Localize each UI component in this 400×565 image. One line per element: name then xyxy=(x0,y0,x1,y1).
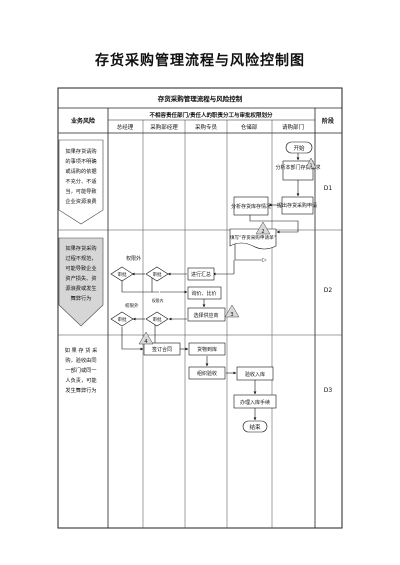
svg-text:不充分、不适: 不充分、不适 xyxy=(65,177,96,185)
end-label: 结束 xyxy=(249,423,261,431)
svg-text:一部门或同一: 一部门或同一 xyxy=(65,366,96,374)
arrival-box xyxy=(188,342,226,356)
accept-storage-box xyxy=(236,366,274,381)
analyze-inventory-label: 分析存货库存情况 xyxy=(231,203,271,210)
stage-d2: D2 xyxy=(324,287,333,294)
fill-request-label: 填写“存货采购申请单” xyxy=(230,234,276,241)
risk-text-2: 如果存货采购 过程不规范， 可能导致企业 资产损失、资 源浪费或发生 舞弊行为 xyxy=(65,244,96,302)
inquire-label: 询价、比价 xyxy=(191,290,216,297)
svg-text:或请购的依据: 或请购的依据 xyxy=(65,167,96,175)
organize-inspection-label: 组织验收 xyxy=(197,370,217,377)
sign-contract-box xyxy=(143,342,181,356)
sign-contract-label: 签订合同 xyxy=(152,346,172,353)
review-label-1: 审批 xyxy=(153,271,162,278)
stage-d3: D3 xyxy=(324,387,333,394)
review-label-4: 审批 xyxy=(118,316,127,323)
svg-text:企业资源浪费: 企业资源浪费 xyxy=(65,197,96,205)
accept-storage-label: 验收入库 xyxy=(245,371,265,378)
svg-text:发生舞弊行为: 发生舞弊行为 xyxy=(65,386,96,394)
header-stage: 阶段 xyxy=(322,117,334,125)
start-label: 开始 xyxy=(293,144,305,152)
select-supplier-label: 选择供应商 xyxy=(193,312,218,319)
review-diamond-4 xyxy=(110,311,134,327)
svg-text:如果存货请购: 如果存货请购 xyxy=(65,147,96,155)
risk-marker-2-label: 2 xyxy=(261,229,264,235)
submit-request-label: 提出存货采购申请 xyxy=(277,202,317,209)
risk-text-3: 如 果 存 货 采 购，验收由同 一部门或同一 人负责，可能 发生舞弊行为 xyxy=(65,346,98,394)
organize-inspection-box xyxy=(188,366,226,380)
summarize-label: 进行汇总 xyxy=(191,271,211,278)
svg-text:源浪费或发生: 源浪费或发生 xyxy=(65,284,96,292)
table-frame xyxy=(57,87,343,529)
analyze-needs-box xyxy=(282,160,314,181)
risk-callout-1 xyxy=(58,139,104,225)
review-label-3: 审批 xyxy=(153,316,162,323)
authority-outside-label-2: 权限外 xyxy=(125,302,139,309)
dept-purchasing-manager: 采购部经理 xyxy=(150,123,178,131)
stage-d1: D1 xyxy=(324,185,333,192)
review-diamond-3 xyxy=(145,311,169,327)
risk-marker-3-label: 3 xyxy=(230,312,233,318)
storage-procedure-label: 办理入库手续 xyxy=(240,399,270,406)
risk-text-1: 如果存货请购 的事项不明确 或请购的依据 不充分、不适 当，可能导致 企业资源浪… xyxy=(65,147,97,205)
svg-text:如果存货采购: 如果存货采购 xyxy=(65,244,96,252)
authority-outside-label-1: 权限外 xyxy=(126,255,141,262)
page-title: 存货采购管理流程与风险控制图 xyxy=(95,53,305,69)
risk-marker-4 xyxy=(138,331,154,345)
risk-callout-3 xyxy=(59,340,103,405)
risk-marker-1 xyxy=(305,157,317,169)
select-supplier-box xyxy=(187,307,226,322)
header-departments: 不相容责任部门/责任人的职责分工与审批权限划分 xyxy=(149,111,273,119)
svg-text:的事项不明确: 的事项不明确 xyxy=(65,157,96,165)
svg-text:购，验收由同: 购，验收由同 xyxy=(65,356,96,364)
review-diamond-2 xyxy=(110,266,134,282)
analyze-needs-label: 分析本部门存货需求 xyxy=(275,164,320,171)
submit-request-box xyxy=(281,196,314,215)
svg-text:可能导致企业: 可能导致企业 xyxy=(65,264,96,272)
table-caption: 存货采购管理流程与风险控制 xyxy=(158,94,243,103)
header-risk: 业务风险 xyxy=(71,117,96,125)
start-node xyxy=(285,141,313,154)
risk-marker-1-label: 1 xyxy=(310,163,313,169)
dept-general-manager: 总经理 xyxy=(117,123,134,131)
analyze-inventory-box xyxy=(233,196,269,216)
within-authority-label-1: 权限内 xyxy=(152,298,164,303)
summarize-box xyxy=(187,267,215,281)
svg-text:过程不规范，: 过程不规范， xyxy=(65,254,96,262)
risk-callout-2 xyxy=(58,237,104,327)
svg-text:舞弊行为: 舞弊行为 xyxy=(71,294,92,302)
dept-purchasing-clerk: 采购专员 xyxy=(195,123,218,131)
storage-procedure-box xyxy=(233,394,277,409)
svg-text:如 果 存 货 采: 如 果 存 货 采 xyxy=(65,346,98,354)
risk-marker-4-label: 4 xyxy=(144,339,147,345)
dept-requesting: 请购部门 xyxy=(282,123,304,131)
risk-marker-3 xyxy=(224,304,240,318)
arrival-label: 货物到库 xyxy=(197,346,217,353)
svg-text:当，可能导致: 当，可能导致 xyxy=(65,187,97,195)
review-label-2: 审批 xyxy=(118,271,127,278)
end-node xyxy=(242,420,268,433)
risk-marker-2 xyxy=(255,221,271,235)
inquire-box xyxy=(187,286,222,300)
dept-warehouse: 仓储部 xyxy=(241,123,258,131)
svg-text:资产损失、资: 资产损失、资 xyxy=(65,274,96,282)
review-diamond-1 xyxy=(145,266,169,282)
svg-text:人负责，可能: 人负责，可能 xyxy=(65,376,96,384)
